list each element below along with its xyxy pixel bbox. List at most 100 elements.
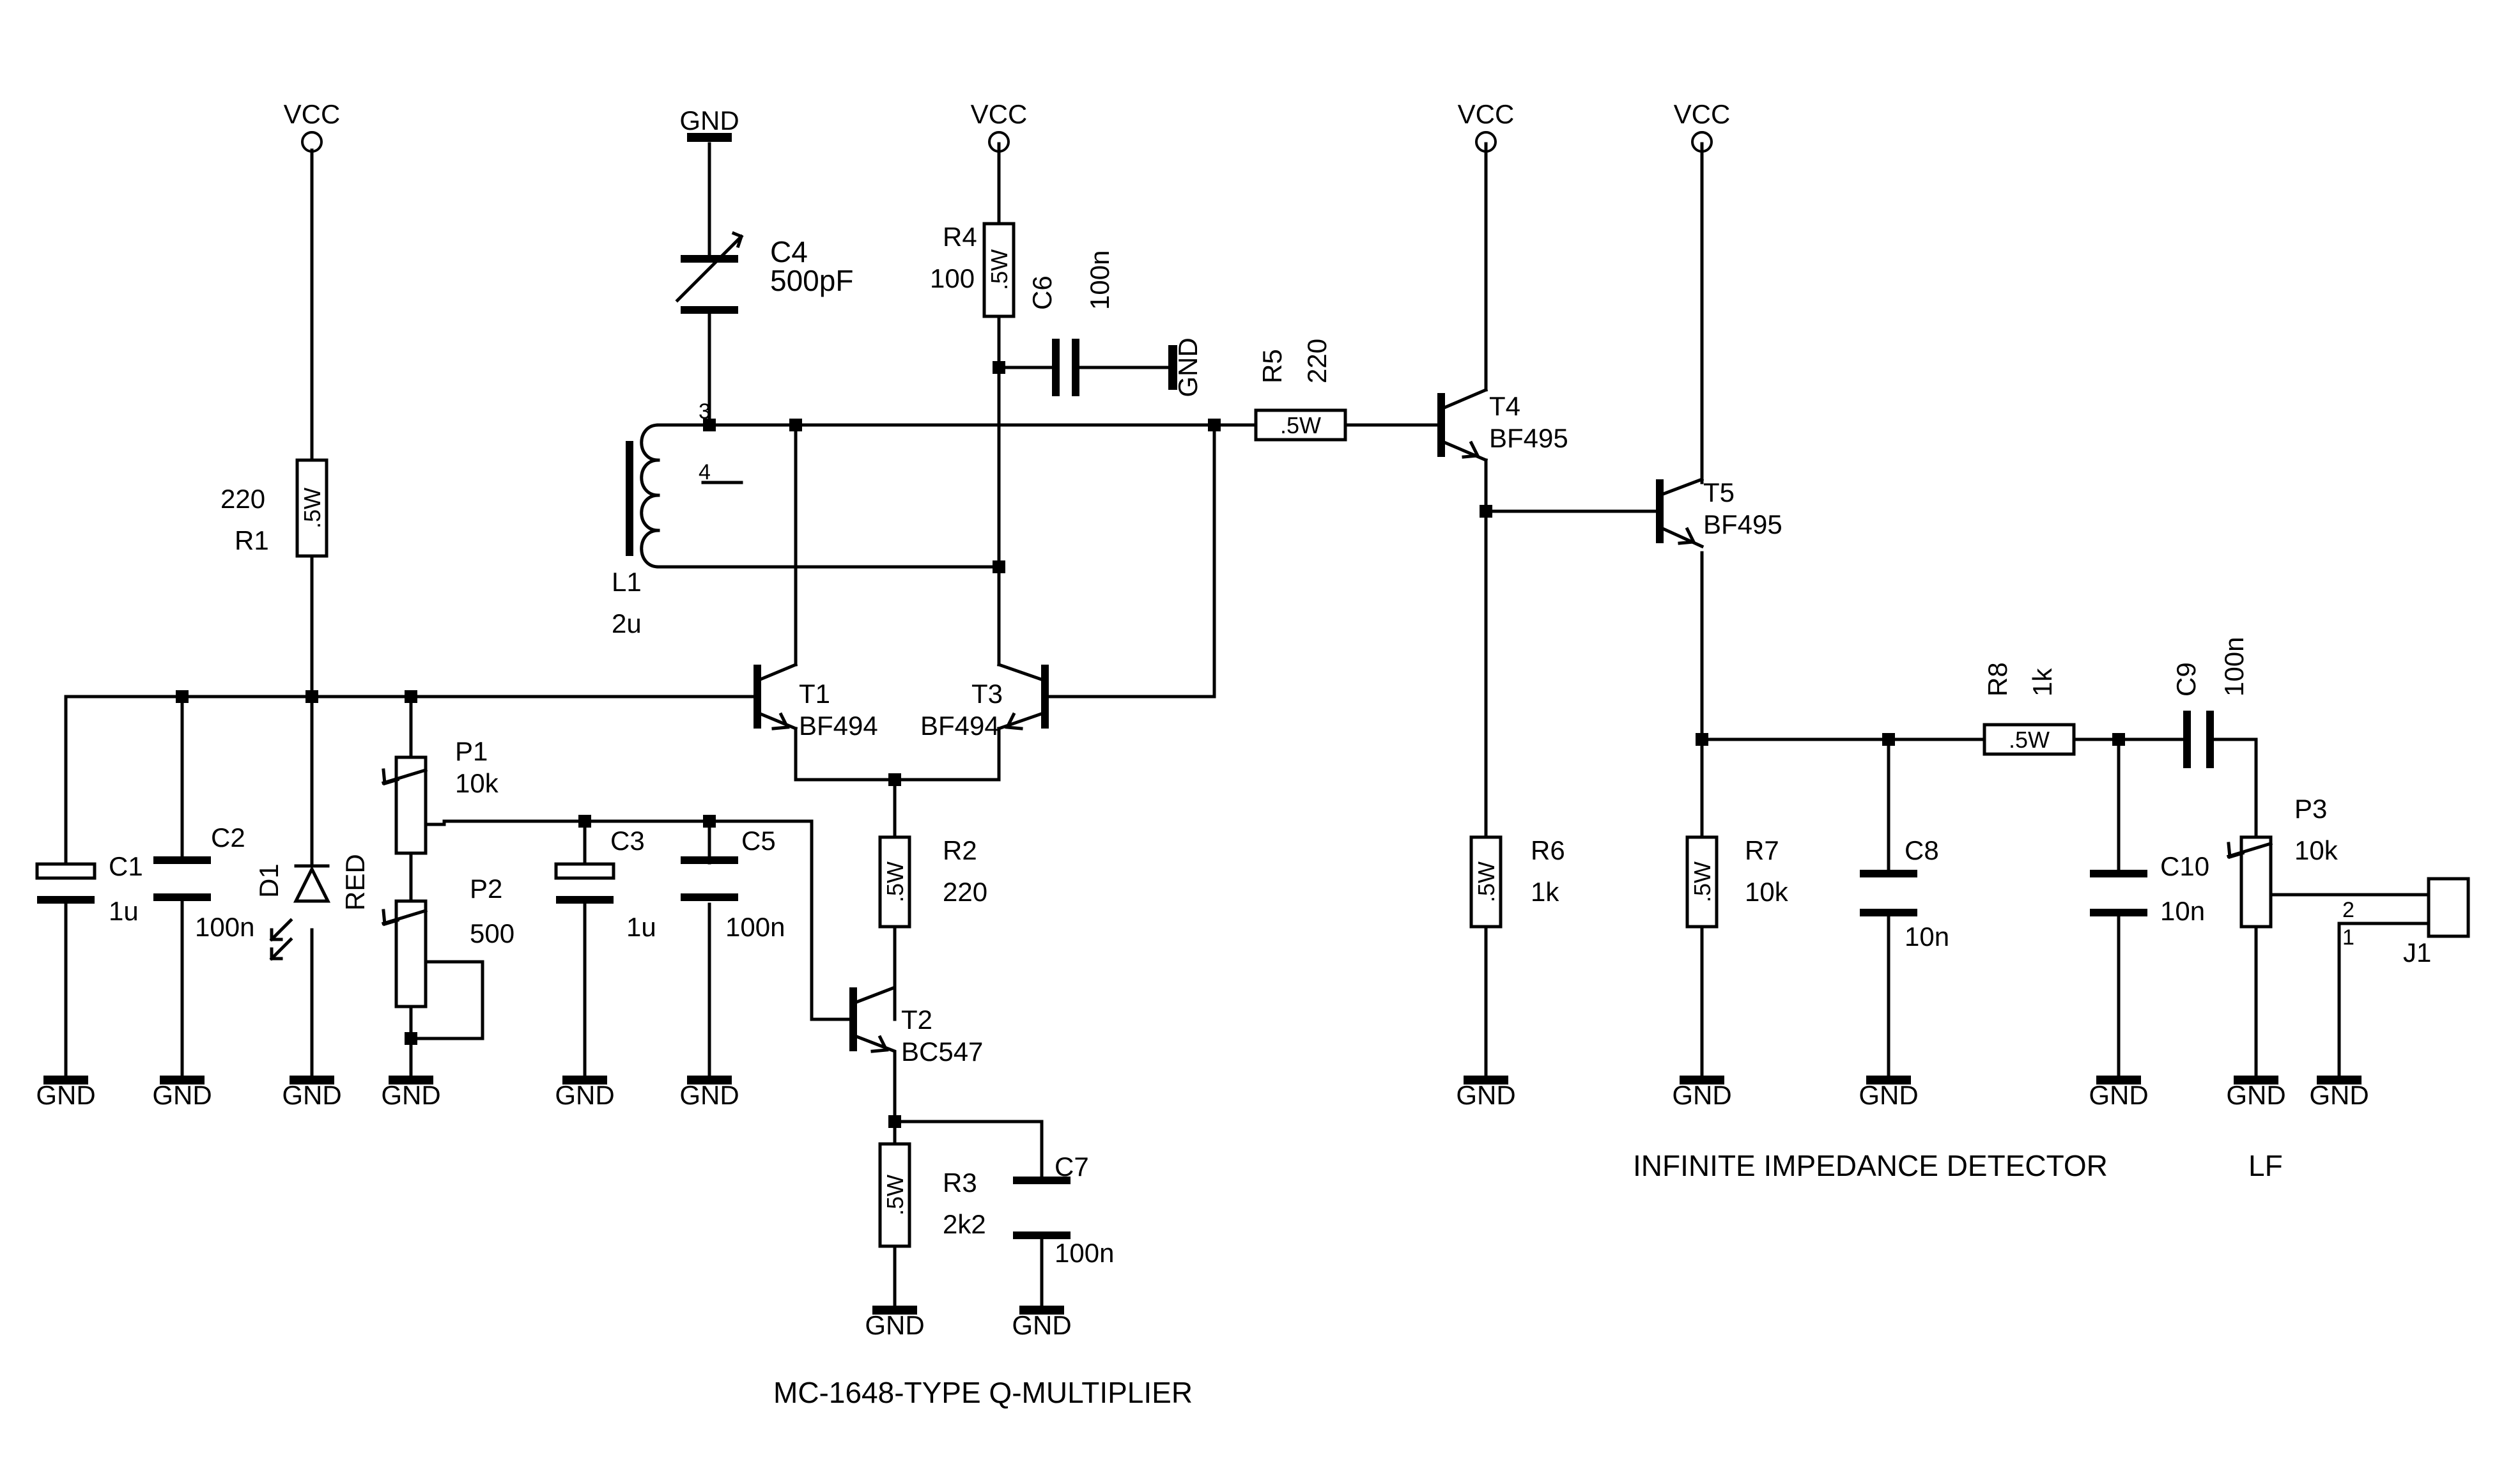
gnd-label: GND: [381, 1080, 440, 1110]
r8-value: 1k: [2027, 668, 2057, 697]
gnd-label: GND: [1173, 337, 1203, 397]
gnd-symbol: GND: [36, 1076, 96, 1110]
r7-value: 10k: [1745, 877, 1789, 907]
resistor-r1: .5W 220 R1: [220, 458, 329, 558]
c10-value: 10n: [2160, 896, 2205, 926]
c5-value: 100n: [725, 912, 785, 942]
r6-value: 1k: [1531, 877, 1559, 907]
c9-value: 100n: [2219, 637, 2249, 697]
junction-dot: [1696, 733, 1708, 746]
vcc-symbols: VCC VCC VCC VCC: [284, 99, 1730, 153]
r3-value: 2k2: [943, 1209, 986, 1239]
t2-value: BC547: [901, 1037, 983, 1067]
junction-dot: [888, 1115, 901, 1128]
j1-pin-2: 2: [2342, 898, 2354, 922]
resistor-marking: .5W: [2009, 727, 2050, 753]
capacitor-c4: C4 500pF: [675, 231, 853, 314]
inductor-l1: 3 4 L1 2u: [612, 399, 711, 638]
resistor-marking: .5W: [986, 249, 1012, 290]
l1-tap-4: 4: [699, 460, 711, 484]
gnd-label: GND: [2226, 1080, 2285, 1110]
c6-value: 100n: [1085, 251, 1115, 310]
resistor-r3: .5W R3 2k2: [878, 1142, 986, 1248]
capacitor-c2: C2 100n: [153, 822, 254, 942]
junction-dot: [1882, 733, 1895, 746]
r4-ref: R4: [943, 222, 977, 252]
r2-value: 220: [943, 877, 987, 907]
wires: [64, 142, 2431, 1312]
vcc-label: VCC: [284, 99, 341, 129]
r8-ref: R8: [1983, 662, 2013, 697]
t3-value: BF494: [920, 711, 1000, 741]
junction-dot: [405, 1032, 417, 1045]
c4-value: 500pF: [770, 264, 853, 297]
l1-value: 2u: [612, 608, 642, 638]
junction-dot: [703, 815, 716, 828]
p2-ref: P2: [470, 874, 502, 904]
resistor-marking: .5W: [1280, 412, 1321, 438]
junction-dot: [888, 773, 901, 786]
gnd-label: GND: [2089, 1080, 2148, 1110]
junction-dot: [993, 560, 1005, 573]
transistor-t1: T1 BF494: [754, 662, 878, 741]
resistor-r4: .5W R4 100: [930, 222, 1016, 318]
c8-ref: C8: [1905, 835, 1939, 865]
vcc-symbol: VCC: [1674, 99, 1730, 153]
junction-dot: [305, 690, 318, 703]
potentiometer-p1: P1 10k: [381, 736, 499, 855]
junction-dot: [578, 815, 591, 828]
gnd-symbol: GND: [1859, 1076, 1919, 1110]
gnd-symbol: GND: [1012, 1306, 1072, 1340]
gnd-label: GND: [152, 1080, 212, 1110]
resistor-marking: .5W: [882, 1175, 908, 1216]
resistor-r7: .5W R7 10k: [1685, 835, 1789, 929]
gnd-symbol: GND: [1456, 1076, 1516, 1110]
j1-ref: J1: [2403, 938, 2431, 968]
c2-ref: C2: [211, 822, 245, 853]
c2-value: 100n: [195, 912, 254, 942]
transistor-t5: T5 BF495: [1656, 477, 1782, 549]
gnd-symbol: GND: [2089, 1076, 2149, 1110]
resistor-marking: .5W: [1473, 861, 1499, 902]
gnd-label: GND: [1012, 1310, 1071, 1340]
t4-ref: T4: [1489, 391, 1520, 421]
c1-ref: C1: [109, 851, 143, 881]
transistor-t4: T4 BF495: [1437, 387, 1568, 463]
gnd-symbol: GND: [2226, 1076, 2286, 1110]
vcc-symbol: VCC: [284, 99, 341, 153]
c3-ref: C3: [610, 826, 645, 856]
d1-ref: D1: [254, 863, 284, 898]
junction-dot: [1208, 419, 1221, 431]
gnd-symbol: GND: [2309, 1076, 2369, 1110]
vcc-symbol: VCC: [1458, 99, 1514, 153]
resistor-r8: .5W R8 1k: [1983, 662, 2076, 756]
capacitor-c9: C9 100n: [2171, 637, 2249, 768]
resistor-marking: .5W: [1689, 861, 1715, 902]
junction-dot: [405, 690, 417, 703]
r1-ref: R1: [235, 525, 269, 555]
gnd-symbol: GND: [679, 1076, 739, 1110]
resistor-marking: .5W: [882, 861, 908, 902]
capacitor-c8: C8 10n: [1860, 835, 1949, 952]
r6-ref: R6: [1531, 835, 1565, 865]
caption-detector: INFINITE IMPEDANCE DETECTOR: [1633, 1149, 2108, 1182]
c4-ref: C4: [770, 235, 808, 268]
r7-ref: R7: [1745, 835, 1779, 865]
c7-ref: C7: [1055, 1152, 1089, 1182]
c9-ref: C9: [2171, 662, 2201, 697]
gnd-label: GND: [36, 1080, 95, 1110]
t5-ref: T5: [1703, 477, 1735, 507]
gnd-label: GND: [679, 1080, 739, 1110]
resistor-r6: .5W R6 1k: [1469, 835, 1565, 929]
gnd-symbol: GND: [282, 1076, 342, 1110]
c3-value: 1u: [626, 912, 656, 942]
capacitor-c5: C5 100n: [681, 826, 785, 942]
resistors: .5W 220 R1 .5W R4 100 .5W R2 220 .5W R3 …: [220, 222, 2076, 1248]
resistor-marking: .5W: [299, 488, 325, 529]
connector-j1: 2 1 J1: [2342, 877, 2470, 968]
gnd-label: GND: [1672, 1080, 1731, 1110]
gnd-label: GND: [2309, 1080, 2369, 1110]
caption-q-multiplier: MC-1648-TYPE Q-MULTIPLIER: [773, 1376, 1193, 1409]
t5-value: BF495: [1703, 509, 1782, 539]
